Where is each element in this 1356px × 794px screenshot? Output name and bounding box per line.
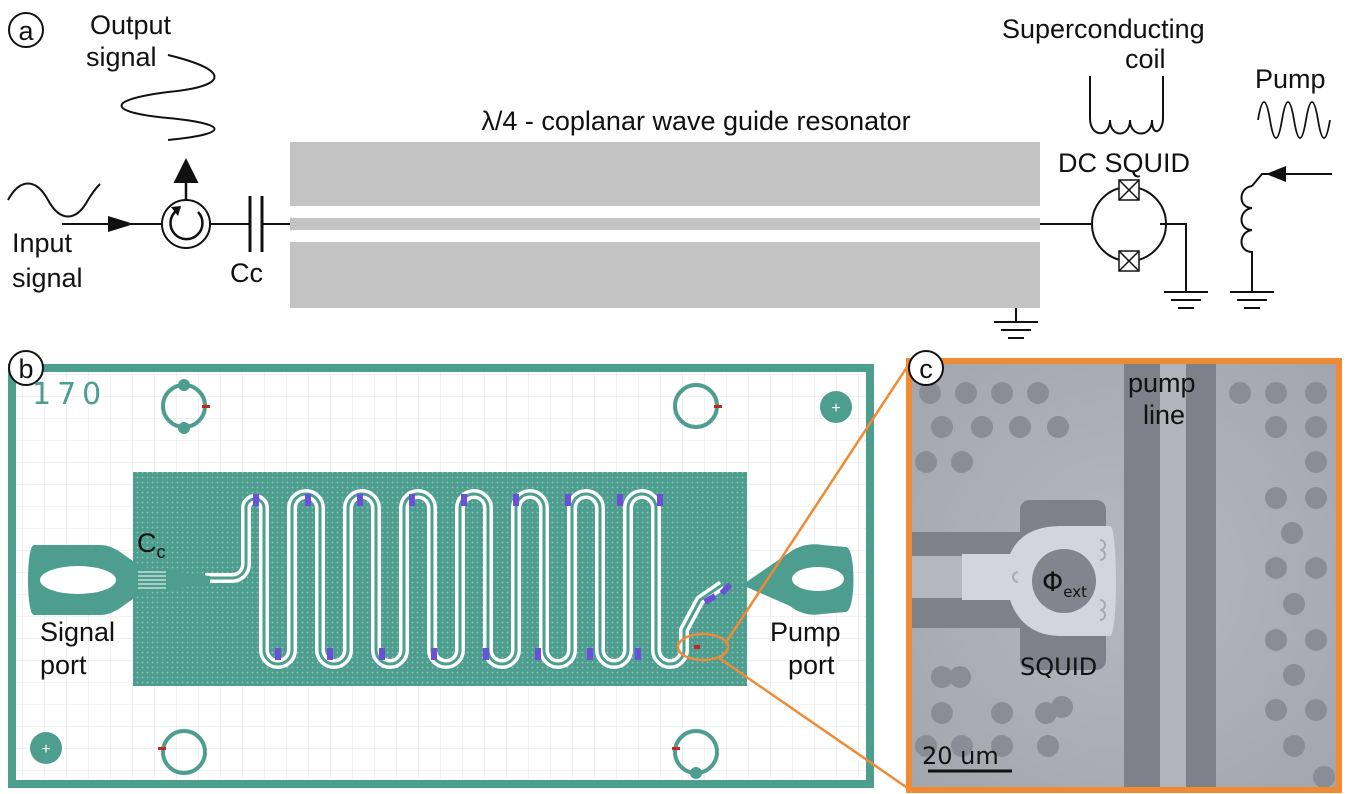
signal-port-label-line2: port <box>40 650 87 680</box>
flux-label: Φext <box>1042 567 1087 601</box>
josephson-junction-top-icon <box>1118 179 1140 201</box>
pump-inductor-icon <box>1240 185 1253 292</box>
fiducial-plus-glyph-2: + <box>41 741 50 758</box>
superconducting-coil-icon <box>1089 76 1164 135</box>
resonator-center-strip <box>290 218 1040 230</box>
input-wave-icon <box>7 182 101 218</box>
fiducial-bottom-left-icon <box>30 732 62 764</box>
meander-resonator-center <box>205 492 723 666</box>
squid-ground-icon <box>1164 291 1208 309</box>
fiducial-top-right-icon <box>820 391 852 423</box>
output-wave-icon <box>120 54 216 141</box>
pump-ground-icon <box>1230 291 1274 309</box>
resonator-ground-bottom <box>290 242 1040 308</box>
input-signal-label-line2: signal <box>12 263 83 293</box>
panel-c-badge <box>908 350 944 386</box>
resonator-center-conductor <box>912 556 962 598</box>
coupling-capacitor-label: Cc <box>230 258 263 288</box>
panel-b-badge <box>8 350 44 386</box>
micrograph-frame <box>906 358 1342 793</box>
circulator-arrow-icon <box>169 210 204 241</box>
output-signal-label-line2: signal <box>86 42 157 72</box>
josephson-junction-bottom-icon <box>1118 250 1140 272</box>
pump-line-center <box>1160 364 1186 787</box>
resonator-ground-icon <box>994 321 1038 339</box>
pump-port-label-line1: Pump <box>770 617 841 647</box>
chip-id: 170 <box>32 377 107 412</box>
panel-a-letter: a <box>18 16 34 46</box>
input-signal-label-line1: Input <box>12 228 73 258</box>
pump-line-label-line2: line <box>1143 400 1185 430</box>
coupler-label: Cc <box>137 528 166 562</box>
signal-port-pad <box>28 545 210 615</box>
pump-line-label-line1: pump <box>1128 368 1196 398</box>
circulator-arrowhead-icon <box>171 206 181 216</box>
airbridges <box>253 494 733 660</box>
panel-b-letter: b <box>18 354 33 384</box>
alignment-markers-red <box>158 405 722 750</box>
coil-label-line1: Superconducting <box>1002 14 1205 44</box>
pump-port-hole <box>792 567 844 591</box>
coupling-capacitor-fingers <box>138 571 166 589</box>
squid-junctions <box>1012 539 1106 621</box>
panel-a-badge <box>8 12 44 48</box>
pump-line <box>1251 173 1332 187</box>
input-arrow-icon <box>108 216 134 232</box>
zoom-line-top <box>725 363 911 642</box>
panel-c-letter: c <box>919 354 933 384</box>
panel-a: a Output signal Input signal Cc λ/4 - co… <box>7 10 1332 339</box>
pump-arrow-icon <box>1266 166 1286 182</box>
zoom-region <box>676 632 730 662</box>
coil-label-line2: coil <box>1125 44 1166 74</box>
zoom-line-bottom <box>718 656 910 791</box>
squid-marker <box>694 645 700 649</box>
signal-port-label-line1: Signal <box>40 617 115 647</box>
squid-loop-hole <box>1032 549 1096 613</box>
pump-wave-icon <box>1257 101 1331 139</box>
flux-trapping-holes <box>915 382 1335 787</box>
resonator-title: λ/4 - coplanar wave guide resonator <box>481 106 910 136</box>
pump-port-label-line2: port <box>788 650 835 680</box>
squid-ground-wire <box>1160 223 1187 292</box>
fiducial-plus-glyph: + <box>831 400 840 417</box>
signal-port-hole <box>40 566 116 594</box>
pump-line-right-gap <box>1186 364 1216 787</box>
micrograph-squid-label: SQUID <box>1020 653 1097 681</box>
output-signal-label-line1: Output <box>90 10 172 40</box>
panel-b: b 170 + + <box>8 350 874 788</box>
alignment-dots <box>178 379 702 779</box>
pump-line-left-gap <box>1124 364 1160 787</box>
pump-label: Pump <box>1255 64 1326 94</box>
scale-bar-label: 20 um <box>922 742 999 770</box>
squid-label: DC SQUID <box>1058 148 1190 178</box>
resonator-ground-top <box>290 142 1040 206</box>
panel-c: pump line Φext SQUID 20 um c <box>906 350 1342 793</box>
